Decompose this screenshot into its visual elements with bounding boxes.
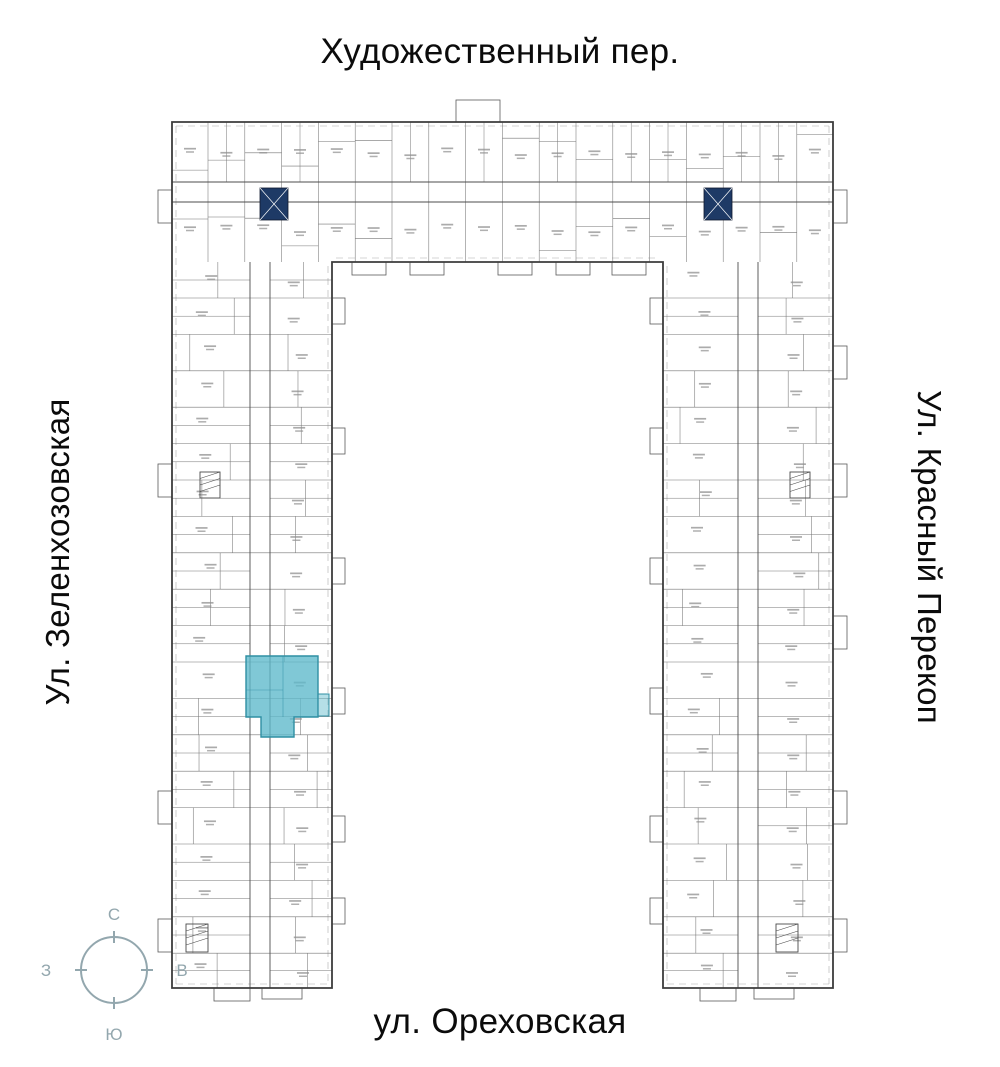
compass-rose: С Ю З В [41,905,188,1044]
balconies [157,99,848,1002]
plan-micro-labels [184,147,821,977]
compass-north-label: С [108,905,120,924]
selected-apartment[interactable] [245,655,319,738]
compass-west-label: З [41,961,51,980]
compass-east-label: В [176,961,187,980]
selection-layer [245,655,330,738]
stair-elevator-cores [185,187,811,953]
street-label-top: Художественный пер. [320,32,680,71]
compass-circle-icon [80,936,148,1004]
selected-apartment-balcony[interactable] [317,693,330,717]
corridor-lines [172,181,833,988]
street-label-bottom: ул. Ореховская [373,1002,627,1041]
building-base [172,122,833,988]
building-outline [171,121,834,989]
compass-south-label: Ю [105,1025,122,1044]
